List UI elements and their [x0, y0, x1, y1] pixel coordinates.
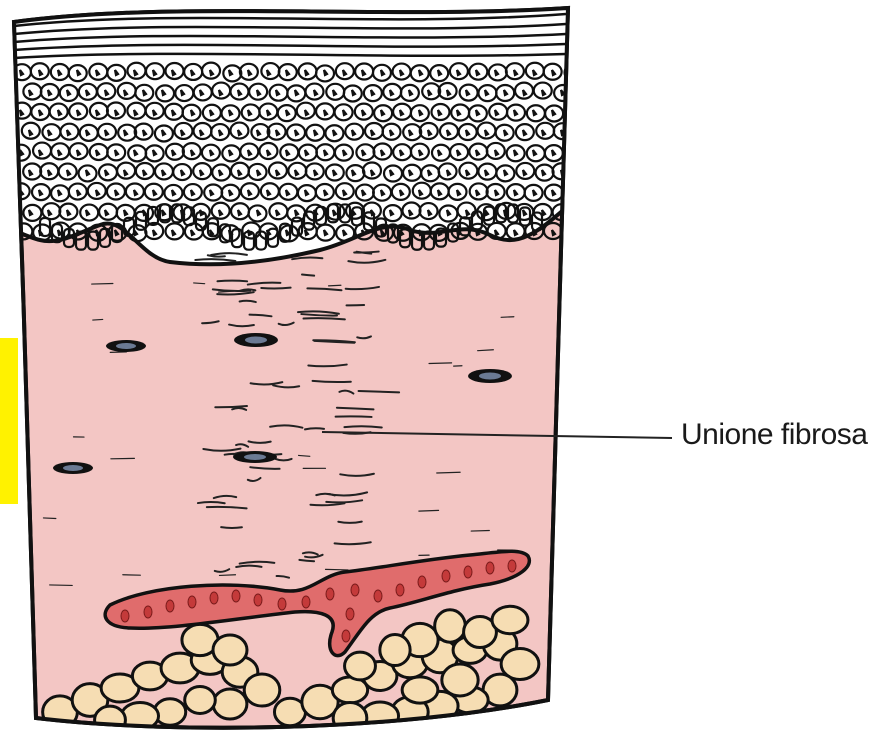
- red-blood-cell: [188, 596, 196, 608]
- red-blood-cell: [342, 630, 350, 642]
- collagen-fiber: [198, 502, 225, 503]
- epidermal-cell: [574, 83, 592, 99]
- red-blood-cell: [442, 570, 450, 582]
- epidermal-cell: [565, 183, 583, 199]
- fat-lobule: [244, 674, 280, 706]
- red-blood-cell: [210, 592, 218, 604]
- fat-lobule: [333, 702, 367, 733]
- fat-lobule: [213, 635, 247, 665]
- cell-nucleus: [571, 150, 574, 155]
- fat-lobule: [402, 677, 438, 703]
- red-blood-cell: [346, 608, 354, 620]
- fat-lobule: [213, 689, 247, 719]
- collagen-fiber: [336, 416, 372, 417]
- cell-nucleus: [571, 230, 574, 235]
- fat-lobule: [380, 634, 410, 665]
- fat-lobule: [492, 606, 528, 633]
- collagen-fiber: [219, 575, 235, 576]
- collagen-fiber: [92, 284, 113, 285]
- epidermal-cell: [572, 163, 590, 179]
- collagen-fiber: [313, 381, 351, 382]
- collagen-fiber: [354, 252, 379, 253]
- cell-nucleus: [580, 90, 583, 95]
- red-blood-cell: [278, 598, 286, 610]
- cell-nucleus: [580, 170, 583, 175]
- cell-nucleus: [580, 130, 583, 135]
- collagen-fiber: [429, 363, 452, 364]
- cell-nucleus: [580, 210, 583, 215]
- epidermal-cell: [573, 123, 591, 139]
- collagen-fiber: [471, 531, 489, 532]
- cell-nucleus: [571, 110, 574, 115]
- fat-lobule: [435, 610, 466, 642]
- collagen-fiber: [302, 275, 314, 276]
- collagen-fiber: [501, 317, 514, 318]
- red-blood-cell: [396, 584, 404, 596]
- collagen-fiber: [93, 319, 103, 320]
- cell-nucleus: [571, 70, 574, 75]
- collagen-fiber: [194, 283, 205, 284]
- epidermal-cell: [563, 224, 581, 240]
- red-blood-cell: [144, 606, 152, 618]
- red-blood-cell: [326, 588, 334, 600]
- fibrous-union-label: Unione fibrosa: [681, 418, 867, 452]
- collagen-fiber: [419, 510, 439, 511]
- collagen-fiber: [217, 281, 247, 282]
- collagen-fiber: [50, 585, 73, 586]
- collagen-fiber: [329, 285, 341, 286]
- collagen-fiber: [305, 428, 324, 429]
- red-blood-cell: [254, 594, 262, 606]
- collagen-fiber: [43, 518, 55, 519]
- red-blood-cell: [232, 590, 240, 602]
- red-blood-cell: [374, 590, 382, 602]
- fat-lobule: [95, 706, 126, 734]
- collagen-fiber: [221, 527, 242, 528]
- red-blood-cell: [508, 560, 516, 572]
- red-blood-cell: [464, 566, 472, 578]
- collagen-fiber: [359, 391, 400, 392]
- red-blood-cell: [121, 610, 129, 622]
- cell-nucleus: [571, 190, 574, 195]
- collagen-fiber: [326, 569, 349, 570]
- red-blood-cell: [302, 596, 310, 608]
- red-blood-cell: [166, 600, 174, 612]
- red-blood-cell: [351, 584, 359, 596]
- collagen-fiber: [261, 288, 290, 289]
- fat-lobule: [185, 687, 216, 714]
- red-blood-cell: [418, 576, 426, 588]
- red-blood-cell: [486, 562, 494, 574]
- epidermal-cell: [574, 205, 592, 221]
- collagen-fiber: [437, 472, 460, 473]
- epidermal-cell: [564, 143, 582, 159]
- fat-lobule: [345, 652, 376, 680]
- fat-lobule: [442, 664, 478, 696]
